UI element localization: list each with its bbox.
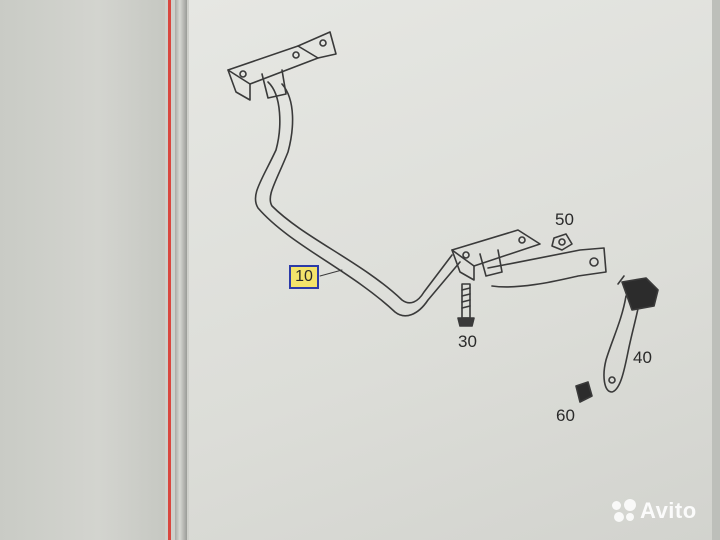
nut-top xyxy=(551,233,573,251)
upper-bracket xyxy=(227,45,319,85)
scroll-gutter[interactable] xyxy=(175,0,187,540)
left-panel xyxy=(0,0,165,540)
bolt xyxy=(457,283,475,327)
bar-end xyxy=(487,247,607,288)
window-divider xyxy=(168,0,171,540)
page-edge xyxy=(712,0,720,540)
callout-60-nut[interactable]: 60 xyxy=(556,406,575,425)
callout-10-stabilizer-bar[interactable]: 10 xyxy=(289,265,319,289)
lower-bracket xyxy=(451,229,541,267)
diagram-page xyxy=(189,0,720,540)
callout-30-bolt[interactable]: 30 xyxy=(458,332,477,351)
avito-watermark: Avito xyxy=(612,498,697,524)
stabilizer-bar xyxy=(254,81,461,317)
avito-wordmark: Avito xyxy=(640,498,697,523)
avito-logo-icon xyxy=(612,499,636,523)
stabilizer-bar-inner xyxy=(269,83,453,304)
nut-bottom xyxy=(575,381,593,403)
link-rod xyxy=(603,275,659,393)
callout-50-nut[interactable]: 50 xyxy=(555,210,574,229)
callout-40-link[interactable]: 40 xyxy=(633,348,652,367)
